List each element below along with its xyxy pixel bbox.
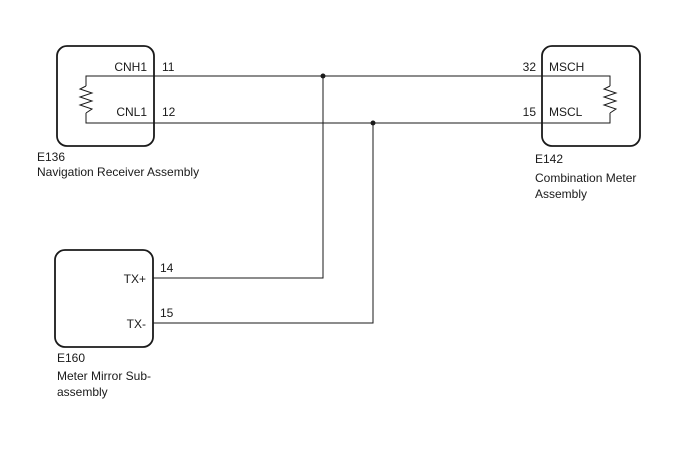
junction-low <box>370 120 376 126</box>
component-name-navigation-receiver: Navigation Receiver Assembly <box>37 165 199 179</box>
pin-label-tx-minus: TX- <box>127 317 146 331</box>
wires <box>86 73 610 324</box>
pin-label-msch: MSCH <box>549 60 584 74</box>
component-name-combination-meter-line2: Assembly <box>535 187 587 201</box>
wire-tx-plus <box>153 76 324 279</box>
meter-internal-low <box>542 113 611 124</box>
pin-number-32: 32 <box>523 60 537 74</box>
pin-label-mscl: MSCL <box>549 105 583 119</box>
component-name-combination-meter-line1: Combination Meter <box>535 171 636 185</box>
navigation-receiver-box <box>56 45 155 147</box>
meter-mirror-box <box>54 249 154 348</box>
nav-internal-low <box>85 113 154 124</box>
junction-high <box>320 73 326 79</box>
pin-label-cnl1: CNL1 <box>116 105 147 119</box>
nav-internal-high <box>85 75 154 86</box>
pin-number-11: 11 <box>162 60 175 74</box>
pin-label-tx-plus: TX+ <box>124 272 146 286</box>
pin-number-15-mirror: 15 <box>160 306 174 320</box>
pin-number-12: 12 <box>162 105 176 119</box>
component-code-e160: E160 <box>57 351 85 365</box>
component-name-meter-mirror-line1: Meter Mirror Sub- <box>57 369 151 383</box>
component-name-meter-mirror-line2: assembly <box>57 385 108 399</box>
pin-number-15-meter: 15 <box>523 105 537 119</box>
resistor-icon <box>78 85 94 114</box>
pin-label-cnh1: CNH1 <box>114 60 147 74</box>
combination-meter-component: MSCH MSCL 32 15 E142 Combination Meter A… <box>523 45 641 201</box>
pin-number-14: 14 <box>160 261 174 275</box>
wire-tx-minus <box>153 123 374 324</box>
resistor-icon <box>602 85 618 114</box>
combination-meter-box <box>541 45 641 147</box>
component-code-e136: E136 <box>37 150 65 164</box>
meter-mirror-component: TX+ TX- 14 15 E160 Meter Mirror Sub- ass… <box>54 249 174 399</box>
meter-internal-high <box>542 75 611 86</box>
component-code-e142: E142 <box>535 152 563 166</box>
navigation-receiver-component: CNH1 CNL1 11 12 E136 Navigation Receiver… <box>37 45 199 179</box>
